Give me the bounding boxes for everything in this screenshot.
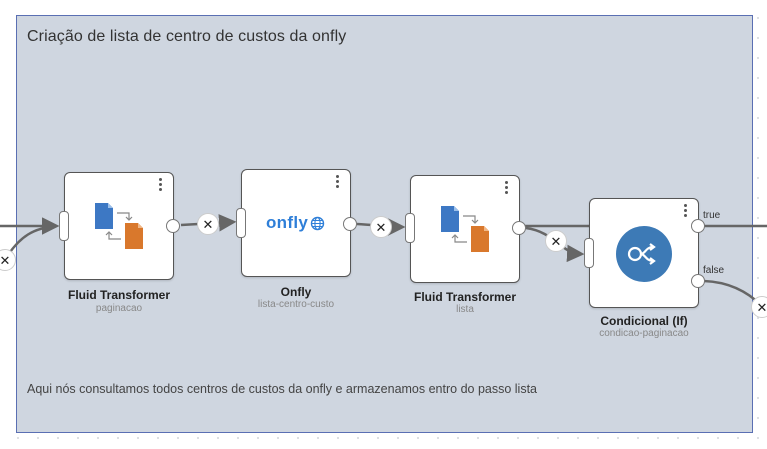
delete-edge-incoming-button[interactable]: ✕ xyxy=(0,249,16,271)
node2-output-handle[interactable] xyxy=(343,217,357,231)
node1-input-handle[interactable] xyxy=(59,211,69,241)
onfly-logo: onfly xyxy=(266,213,325,233)
false-port-label: false xyxy=(703,265,725,276)
node2-input-handle[interactable] xyxy=(236,208,246,238)
delete-edge-2-3-button[interactable]: ✕ xyxy=(370,216,392,238)
node3-input-handle[interactable] xyxy=(405,213,415,243)
node-fluid-transformer-paginacao[interactable] xyxy=(64,172,174,280)
node4-title: Condicional (If) xyxy=(600,314,688,328)
node-menu-icon[interactable] xyxy=(159,178,163,193)
delete-edge-3-4-button[interactable]: ✕ xyxy=(545,230,567,252)
node-menu-icon[interactable] xyxy=(505,181,509,196)
globe-icon xyxy=(310,216,325,230)
group-title: Criação de lista de centro de custos da … xyxy=(27,28,347,45)
fluid-transformer-icon xyxy=(441,206,489,252)
node3-subtitle: lista xyxy=(456,304,474,315)
fluid-transformer-icon xyxy=(95,203,143,249)
node1-subtitle: paginacao xyxy=(95,303,143,314)
delete-edge-false-button[interactable]: ✕ xyxy=(751,296,767,318)
node3-output-handle[interactable] xyxy=(512,221,526,235)
node1-output-handle[interactable] xyxy=(166,219,180,233)
node3-title: Fluid Transformer xyxy=(413,290,517,304)
node1-title: Fluid Transformer xyxy=(67,288,171,302)
node-onfly-lista-centro-custo[interactable] xyxy=(241,169,351,277)
group-note: Aqui nós consultamos todos centros de cu… xyxy=(27,382,538,396)
delete-edge-1-2-button[interactable]: ✕ xyxy=(197,213,219,235)
node-fluid-transformer-lista[interactable] xyxy=(410,175,520,283)
onfly-logo-text: onfly xyxy=(266,213,309,232)
true-port-label: true xyxy=(703,210,721,221)
node-menu-icon[interactable] xyxy=(336,175,340,190)
node2-title: Onfly xyxy=(280,285,312,299)
node4-subtitle: condicao-paginacao xyxy=(599,328,689,339)
node4-true-output-handle[interactable] xyxy=(691,219,705,233)
if-branch-icon xyxy=(616,226,672,282)
node-menu-icon[interactable] xyxy=(684,204,688,219)
node4-input-handle[interactable] xyxy=(584,238,594,268)
node2-subtitle: lista-centro-custo xyxy=(257,299,335,310)
node4-false-output-handle[interactable] xyxy=(691,274,705,288)
